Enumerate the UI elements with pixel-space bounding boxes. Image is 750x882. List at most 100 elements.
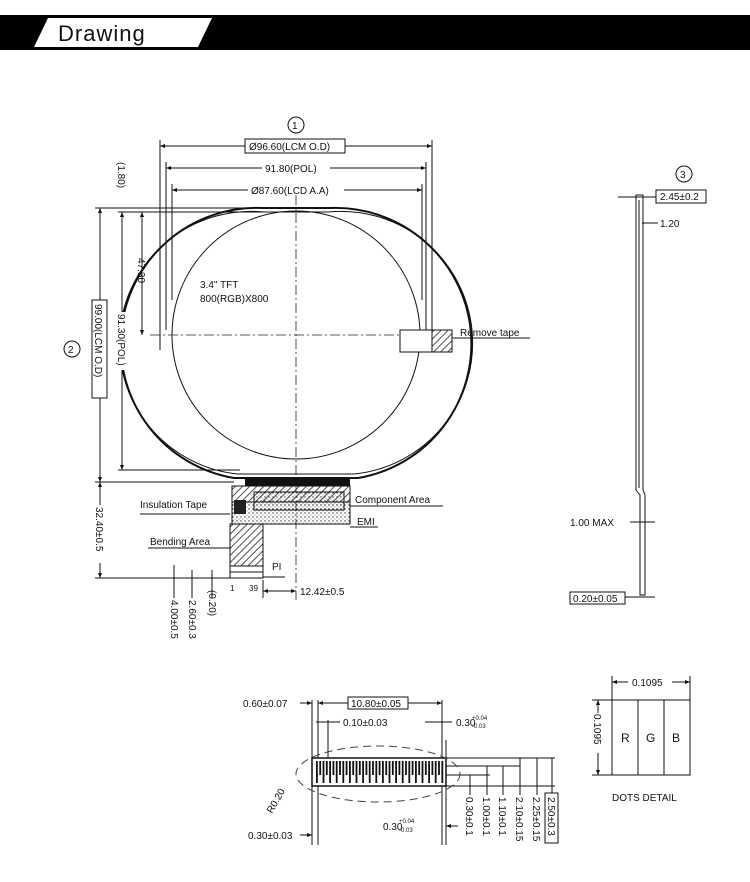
- lcm-od-height: 99.00(LCM O.D): [92, 304, 103, 377]
- connector-pad: [411, 761, 414, 775]
- connector-pad: [372, 761, 374, 775]
- pitch-vertical: 0.1095: [591, 714, 602, 745]
- connector-pad: [339, 761, 341, 775]
- connector-pad: [322, 761, 325, 783]
- pol-height: 91.30(POL): [115, 314, 126, 366]
- gap-dim: 0.10±0.03: [343, 718, 388, 729]
- connector-pad: [349, 761, 351, 783]
- side-thickness: 2.45±0.2: [660, 192, 699, 203]
- callout-1-label: 1: [292, 121, 298, 132]
- vertical-dims: 0.30±0.1 1.00±0.1 1.10±0.1 2.10±0.15 2.2…: [463, 758, 559, 844]
- cell-g: G: [646, 731, 655, 745]
- side-view: 3 2.45±0.2 1.20 1.00 MAX 0.20±0.05: [569, 165, 707, 605]
- pi-label: PI: [272, 562, 281, 573]
- connector-pad: [358, 761, 361, 775]
- cell-b: B: [672, 731, 680, 745]
- connector-pad: [418, 761, 421, 775]
- pin-39-label: 39: [249, 584, 258, 593]
- edge-dim: 0.30±0.03: [248, 831, 293, 842]
- fpc-thickness: 0.20±0.05: [573, 594, 618, 605]
- connector-pad: [365, 761, 368, 775]
- connector-pad: [382, 761, 384, 783]
- connector-pad: [316, 761, 318, 783]
- glass-thickness: 1.20: [660, 219, 680, 230]
- bending-area-label: Bending Area: [150, 537, 210, 548]
- cell-r: R: [621, 731, 630, 745]
- fpc-offset: 12.42±0.5: [300, 587, 345, 598]
- connector-pad: [434, 761, 437, 783]
- dim-4: 4.00±0.5: [168, 600, 179, 639]
- corner-radius: R0.20: [265, 787, 288, 816]
- lcm-outline: [119, 206, 473, 479]
- panel-resolution: 800(RGB)X800: [200, 294, 269, 305]
- dim-v4: 2.10±0.15: [513, 797, 524, 842]
- connector-pad: [329, 761, 331, 783]
- connector-pad: [385, 761, 388, 775]
- pitch-horizontal: 0.1095: [632, 678, 663, 689]
- center-height: 47.30: [135, 258, 146, 283]
- dots-detail-label: DOTS DETAIL: [612, 793, 677, 804]
- dim-0-2: (0.20): [206, 590, 217, 616]
- connector-pad: [355, 761, 358, 783]
- callout-1: [287, 116, 305, 134]
- connector-pad: [395, 761, 397, 783]
- header-title: Drawing: [58, 21, 146, 46]
- dim-v1: 0.30±0.1: [463, 797, 474, 836]
- dim-v3: 1.10±0.1: [496, 797, 507, 836]
- connector-pad: [421, 761, 424, 783]
- connector-pad: [441, 761, 444, 783]
- connector-pad: [319, 761, 322, 775]
- connector-pad: [431, 761, 434, 775]
- connector-pad: [375, 761, 378, 783]
- pad-tol-minus: -0.03: [472, 724, 486, 730]
- pad-tol-plus-2: +0.04: [399, 819, 415, 825]
- connector-detail: 0.60±0.07 10.80±0.05 0.10±0.03 0.30 +0.0…: [243, 696, 559, 845]
- lcd-active-area: Ø87.60(LCD A.A): [251, 186, 329, 197]
- connector-pad: [405, 761, 407, 775]
- component-area-label: Component Area: [355, 495, 430, 506]
- connector-pads: [316, 761, 444, 783]
- emi-label: EMI: [357, 517, 375, 528]
- header-bar: Drawing: [0, 15, 750, 50]
- left-margin: 0.60±0.07: [243, 699, 288, 710]
- pitch-total: 10.80±0.05: [351, 699, 401, 710]
- callout-2-label: 2: [68, 345, 74, 356]
- connector-pad: [362, 761, 364, 783]
- panel-type: 3.4" TFT: [200, 280, 238, 291]
- connector-pad: [408, 761, 411, 783]
- pad-tol-minus-2: -0.03: [399, 828, 413, 834]
- connector-pad: [378, 761, 381, 775]
- connector-pad: [335, 761, 338, 783]
- connector-pad: [438, 761, 440, 775]
- dim-2-6: 2.60±0.3: [186, 600, 197, 639]
- connector-pad: [391, 761, 394, 775]
- connector-pad: [398, 761, 401, 775]
- fpc-tail: [229, 478, 351, 579]
- connector-pad: [401, 761, 404, 783]
- pad-width-bottom: 0.30: [383, 822, 403, 833]
- connector-pad: [368, 761, 371, 783]
- connector-pad: [388, 761, 391, 783]
- dim-v5: 2.25±0.15: [530, 797, 541, 842]
- connector-pad: [424, 761, 427, 775]
- fpc-max: 1.00 MAX: [570, 518, 614, 529]
- pad-width-top: 0.30: [456, 718, 476, 729]
- dim-v2: 1.00±0.1: [480, 797, 491, 836]
- connector-pad: [352, 761, 355, 775]
- connector-pad: [345, 761, 348, 775]
- front-view: 1 Ø96.60(LCM O.D) 91.80(POL) Ø87.60(LCD …: [63, 116, 530, 639]
- detail-ellipse: [295, 745, 461, 803]
- dots-detail: 0.1095 0.1095 R G B DOTS DETAIL: [591, 676, 691, 804]
- side-profile: [635, 194, 646, 596]
- insulation-tape-label: Insulation Tape: [140, 500, 208, 511]
- pad-tol-plus: +0.04: [472, 716, 488, 722]
- top-offset: (1.80): [115, 162, 126, 188]
- connector-pad: [325, 761, 328, 775]
- fpc-length: 32.40±0.5: [93, 507, 104, 552]
- lcm-od-width: Ø96.60(LCM O.D): [249, 142, 330, 153]
- remove-tape-label: Remove tape: [460, 328, 520, 339]
- pol-width: 91.80(POL): [265, 164, 317, 175]
- dim-v6: 2.50±0.3: [545, 797, 556, 836]
- connector-pad: [342, 761, 345, 783]
